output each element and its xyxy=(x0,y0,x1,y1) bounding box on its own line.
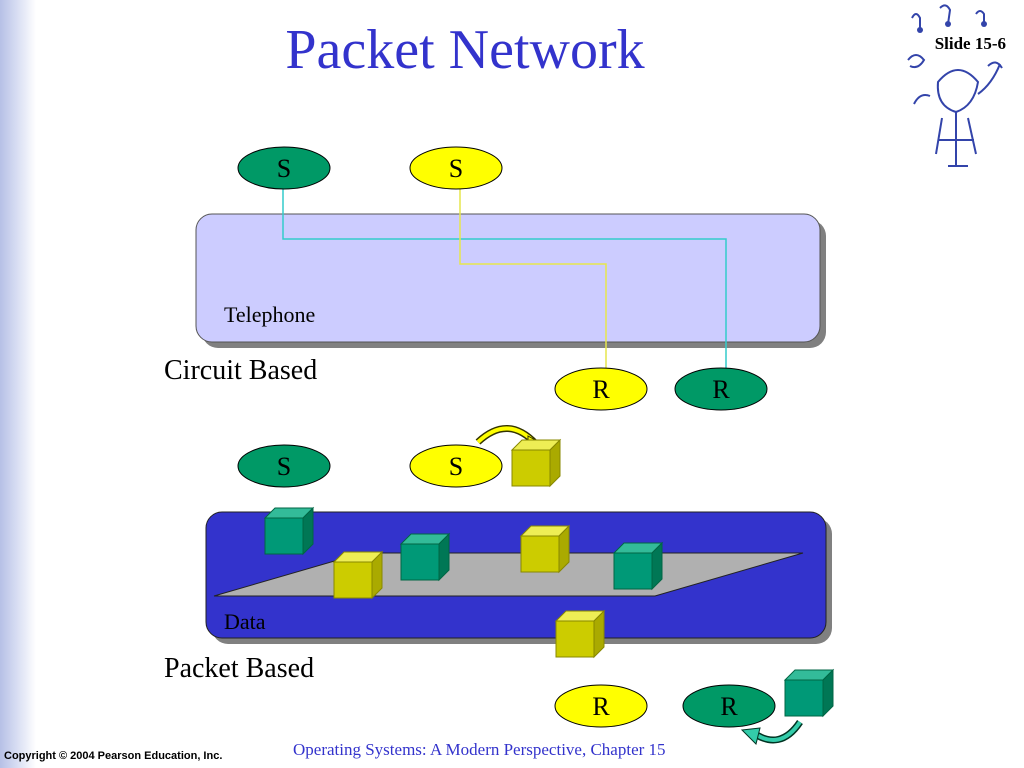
telephone-label: Telephone xyxy=(224,302,315,327)
packet-sender-green xyxy=(237,444,331,488)
circuit-sender-green-label: S xyxy=(277,154,291,183)
packet-receiver-green-label: R xyxy=(720,692,738,721)
telephone-cloud xyxy=(195,213,821,343)
circuit-receiver-green xyxy=(674,367,768,411)
packet-cube-arriving xyxy=(784,669,834,717)
packet-sender-yellow xyxy=(409,444,503,488)
packet-receiver-yellow xyxy=(554,684,648,728)
packet-sender-green-label: S xyxy=(277,452,291,481)
packet-cube-teal-3 xyxy=(613,542,663,590)
packet-heading: Packet Based xyxy=(164,653,314,684)
footer-course: Operating Systems: A Modern Perspective,… xyxy=(293,740,666,759)
packet-cube-outgoing xyxy=(511,439,561,487)
packet-sender-yellow-label: S xyxy=(449,452,463,481)
circuit-receiver-yellow-label: R xyxy=(592,375,610,404)
circuit-sender-yellow xyxy=(409,146,503,190)
packet-receiver-yellow-label: R xyxy=(592,692,610,721)
circuit-path-green xyxy=(282,185,727,372)
curved-arrow-bottom-head xyxy=(740,727,761,745)
packet-cube-yellow-2 xyxy=(520,525,570,573)
packet-cube-yellow-3 xyxy=(555,610,605,658)
circuit-sender-green xyxy=(237,146,331,190)
packet-cube-yellow-1 xyxy=(333,551,383,599)
data-label: Data xyxy=(224,609,266,634)
circuit-receiver-green-label: R xyxy=(712,375,730,404)
footer-copyright: Copyright © 2004 Pearson Education, Inc. xyxy=(4,750,223,762)
circuit-path-yellow xyxy=(459,185,607,372)
slide-number: Slide 15-6 xyxy=(934,34,1006,53)
side-gradient-bar xyxy=(0,0,36,768)
packet-cube-teal-2 xyxy=(400,533,450,581)
circuit-sender-yellow-label: S xyxy=(449,154,463,183)
conductor-logo-icon xyxy=(907,4,1003,167)
packet-receiver-green xyxy=(682,684,776,728)
slide-title: Packet Network xyxy=(285,19,645,81)
packet-cube-teal-1 xyxy=(264,507,314,555)
circuit-receiver-yellow xyxy=(554,367,648,411)
circuit-heading: Circuit Based xyxy=(164,355,317,386)
